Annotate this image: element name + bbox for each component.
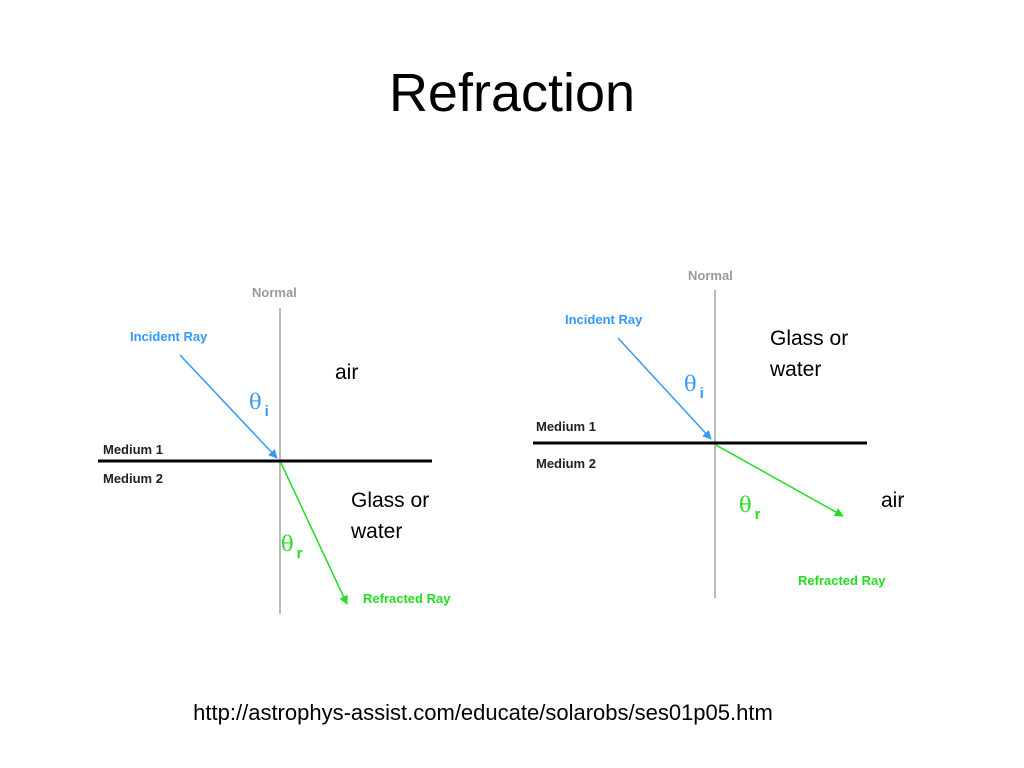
slide-title: Refraction	[388, 63, 636, 123]
left-refracted-ray	[280, 462, 348, 605]
right-refracted-label: Refracted Ray	[798, 573, 886, 588]
left-incident-label: Incident Ray	[130, 329, 208, 344]
right-diagram: Normal Medium 1 Medium 2 Incident Ray Re…	[533, 268, 904, 598]
left-incident-ray	[179, 354, 278, 459]
right-incident-ray	[617, 337, 712, 440]
right-incident-label: Incident Ray	[565, 312, 643, 327]
right-medium2-label: Medium 2	[536, 456, 596, 471]
left-diagram: Normal Medium 1 Medium 2 Incident Ray Re…	[98, 285, 451, 614]
left-lower-medium-label-line2: water	[350, 520, 402, 543]
right-normal-label: Normal	[688, 268, 733, 283]
left-normal-label: Normal	[252, 285, 297, 300]
left-medium1-label: Medium 1	[103, 442, 163, 457]
left-medium2-label: Medium 2	[103, 471, 163, 486]
right-upper-medium-label-line2: water	[769, 358, 821, 381]
right-medium1-label: Medium 1	[536, 419, 596, 434]
right-lower-medium-label: air	[881, 489, 904, 512]
left-refracted-label: Refracted Ray	[363, 591, 451, 606]
source-url: http://astrophys-assist.com/educate/sola…	[193, 700, 773, 725]
right-refracted-ray	[715, 444, 844, 517]
left-lower-medium-label-line1: Glass or	[351, 489, 429, 512]
left-upper-medium-label: air	[335, 361, 358, 384]
right-upper-medium-label-line1: Glass or	[770, 327, 848, 350]
